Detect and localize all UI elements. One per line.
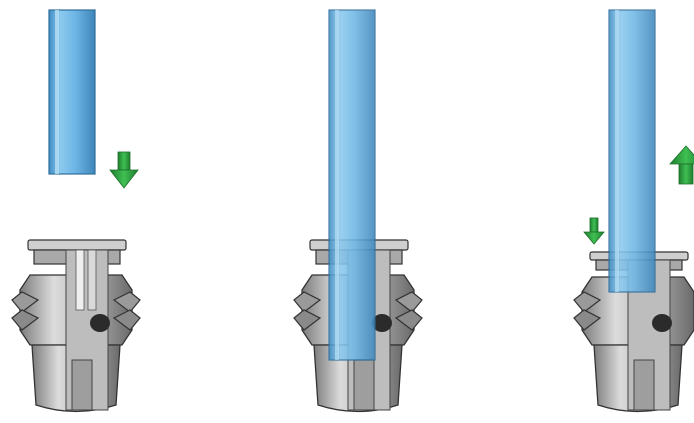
fitting-body (11, 239, 141, 413)
arrow-down-icon (583, 217, 605, 245)
arrow-up-icon (669, 145, 694, 185)
step-release (573, 9, 694, 413)
o-ring (90, 314, 110, 332)
o-ring (652, 314, 672, 332)
arrow-down-icon (109, 151, 139, 189)
tube (608, 9, 656, 293)
step-insert (11, 9, 141, 413)
o-ring (372, 314, 392, 332)
tube (48, 9, 96, 175)
tube (328, 9, 376, 361)
step-inserted (293, 9, 423, 413)
